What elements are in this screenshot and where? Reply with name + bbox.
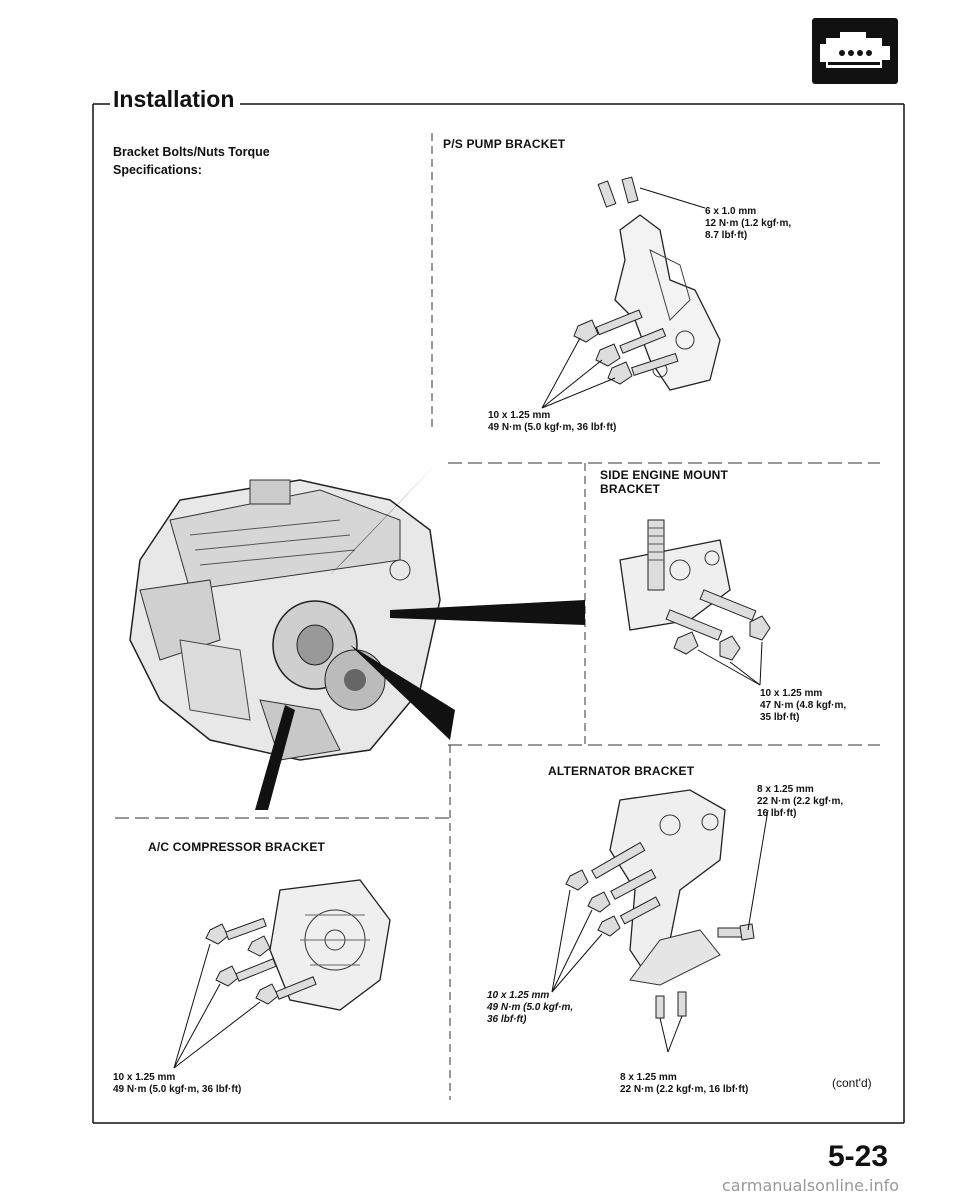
ps-pump-spec-small: 6 x 1.0 mm 12 N·m (1.2 kgf·m, 8.7 lbf·ft… [705, 206, 792, 241]
ps-pump-spec-large: 10 x 1.25 mm 49 N·m (5.0 kgf·m, 36 lbf·f… [488, 410, 617, 433]
section-title: Installation [113, 86, 235, 112]
alternator-spec-top: 8 x 1.25 mm 22 N·m (2.2 kgf·m, 16 lbf·ft… [757, 784, 844, 819]
ac-compressor-bracket-title: A/C COMPRESSOR BRACKET [148, 840, 326, 854]
torque-spec-heading: Bracket Bolts/Nuts Torque Specifications… [113, 145, 270, 177]
page-number: 5-23 [828, 1140, 889, 1173]
ac-compressor-spec: 10 x 1.25 mm 49 N·m (5.0 kgf·m, 36 lbf·f… [113, 1072, 242, 1095]
alternator-bracket-illustration [551, 789, 769, 1053]
engine-icon [812, 18, 898, 84]
watermark-text: carmanualsonline.info [722, 1176, 900, 1195]
alternator-spec-bottom: 8 x 1.25 mm 22 N·m (2.2 kgf·m, 16 lbf·ft… [620, 1072, 749, 1095]
alternator-spec-mid: 10 x 1.25 mm 49 N·m (5.0 kgf·m, 36 lbf·f… [487, 990, 574, 1025]
side-mount-bracket-illustration [619, 519, 771, 686]
continued-note: (cont'd) [832, 1076, 872, 1090]
side-engine-mount-title: SIDE ENGINE MOUNT BRACKET [600, 468, 729, 496]
alternator-bracket-title: ALTERNATOR BRACKET [548, 764, 695, 778]
engine-illustration [129, 465, 585, 810]
side-mount-spec: 10 x 1.25 mm 47 N·m (4.8 kgf·m, 35 lbf·f… [760, 688, 847, 723]
ps-pump-bracket-title: P/S PUMP BRACKET [443, 137, 566, 151]
ac-compressor-bracket-illustration [173, 879, 391, 1069]
ps-pump-bracket-illustration [541, 176, 721, 409]
